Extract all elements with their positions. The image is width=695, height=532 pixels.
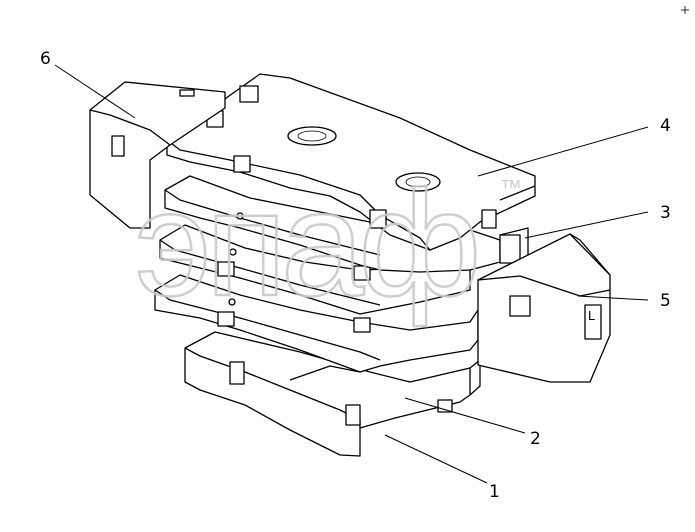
callout-3: 3: [660, 203, 671, 223]
part-1-base: [184, 331, 481, 457]
part-3-plate-upper: [164, 175, 529, 273]
part-5-side-weight: L: [477, 233, 611, 383]
leader-2: [404, 397, 526, 434]
callout-labels: 1 2 3 4 5 6: [40, 49, 671, 502]
leader-4: [477, 126, 649, 177]
part-6-side-weight: [89, 81, 226, 229]
callout-6: 6: [40, 49, 51, 69]
leader-5: [577, 295, 649, 301]
watermark: эпаф ™: [134, 158, 522, 329]
callout-2: 2: [530, 429, 541, 449]
leader-1: [384, 434, 488, 484]
part-5-letter: L: [588, 308, 595, 323]
callout-5: 5: [660, 291, 671, 311]
callout-1: 1: [489, 482, 500, 502]
leader-lines: [54, 64, 649, 484]
leader-6: [54, 64, 136, 119]
part-4-top-plate: [166, 73, 536, 251]
corner-mark-icon: [681, 6, 689, 14]
part-3-plate-lower: [159, 224, 471, 315]
callout-4: 4: [660, 116, 671, 136]
leader-3: [524, 211, 649, 239]
watermark-tm: ™: [500, 175, 522, 200]
watermark-text: эпаф: [135, 159, 476, 327]
part-2-plate: [154, 274, 479, 373]
